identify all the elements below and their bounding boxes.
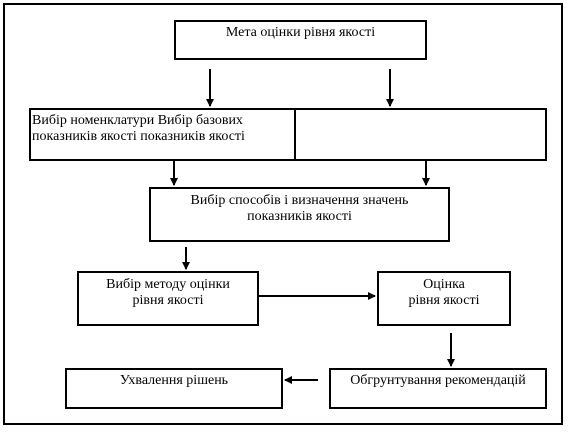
node-decision: Ухвалення рішень [65,368,283,409]
node-select-methods: Вибір способів і визначення значень пока… [149,187,450,242]
node-select-nomenclature-right [294,108,547,161]
node-justification-label: Обгрунтування рекомендацій [350,373,526,388]
node-select-nomenclature-label: Вибір номенклатури Вибір базових показни… [32,113,245,144]
node-goal: Мета оцінки рівня якості [174,20,427,60]
node-goal-label: Мета оцінки рівня якості [225,25,376,40]
node-select-nomenclature: Вибір номенклатури Вибір базових показни… [29,108,296,161]
node-decision-label: Ухвалення рішень [119,373,229,388]
node-assessment-label: Оцінка рівня якості [408,277,480,308]
node-assessment: Оцінка рівня якості [377,271,511,326]
node-select-method: Вибір методу оцінки рівня якості [77,271,259,326]
node-select-method-label: Вибір методу оцінки рівня якості [106,277,230,308]
node-select-methods-label: Вибір способів і визначення значень пока… [190,193,409,224]
node-justification: Обгрунтування рекомендацій [329,368,547,409]
